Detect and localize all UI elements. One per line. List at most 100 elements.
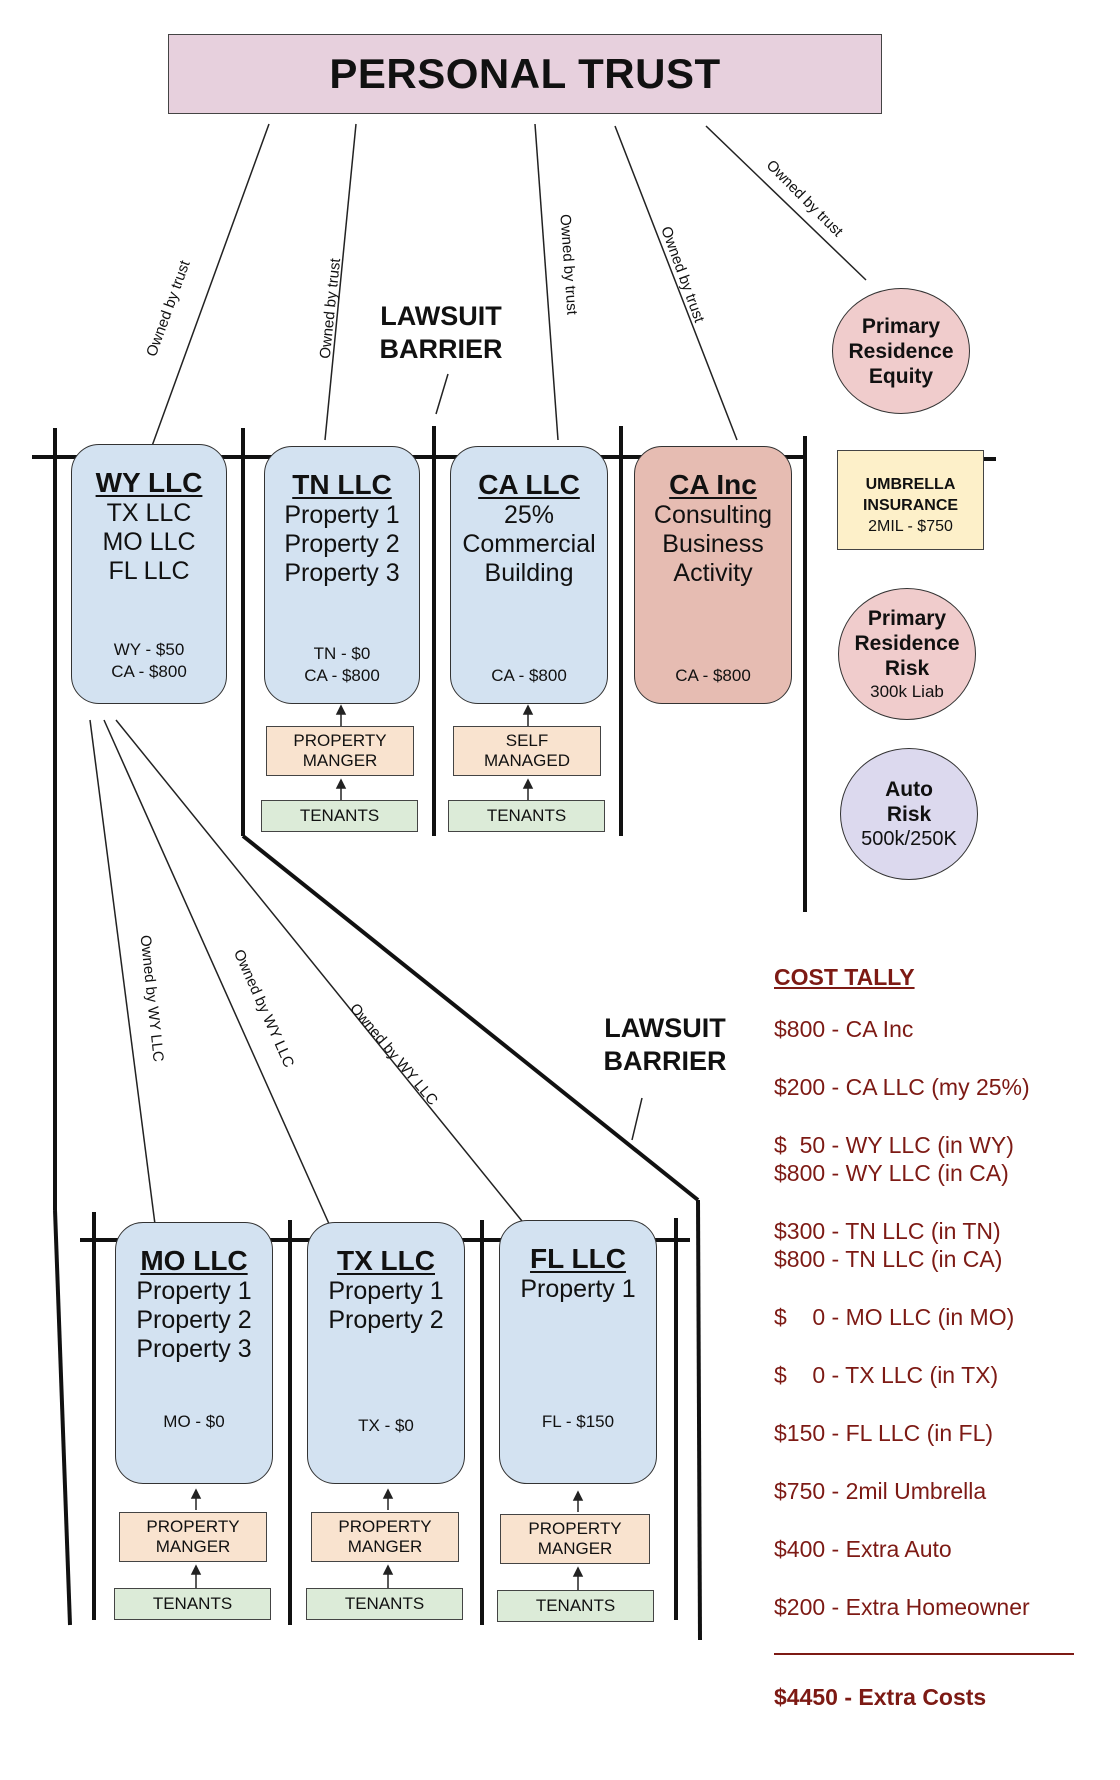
cost-tally-item: $ 0 - TX LLC (in TX) — [774, 1362, 999, 1388]
cost-tally: COST TALLY $800 - CA Inc$200 - CA LLC (m… — [774, 964, 1074, 1711]
umbrella-insurance-box: UMBRELLA INSURANCE 2MIL - $750 — [837, 450, 984, 550]
circle-text: Risk — [884, 656, 930, 680]
entity-line: Property 2 — [284, 530, 400, 558]
entity-line: Property 2 — [136, 1306, 252, 1334]
entity-line: Commercial — [462, 530, 596, 558]
cost-tally-divider — [774, 1653, 1074, 1655]
trust-to-tn-line — [324, 123, 357, 441]
entity-line: Consulting — [653, 501, 773, 529]
umbrella-text: UMBRELLA — [865, 475, 956, 493]
barrier-text: LAWSUIT — [604, 1013, 726, 1043]
barrier-vertical — [53, 1209, 72, 1626]
cost-tally-item: $ 0 - MO LLC (in MO) — [774, 1304, 1015, 1330]
cost-tally-item: $400 - Extra Auto — [774, 1536, 952, 1562]
tn-tenants-box: TENANTS — [261, 800, 418, 832]
barrier-text: BARRIER — [603, 1046, 727, 1076]
entity-line: Business — [662, 530, 764, 558]
personal-trust-box: PERSONAL TRUST — [168, 34, 882, 114]
cost-tally-item: $750 - 2mil Umbrella — [774, 1478, 987, 1504]
entity-fee: CA - $800 — [491, 666, 567, 685]
cost-tally-item: $300 - TN LLC (in TN) — [774, 1218, 1001, 1244]
cost-tally-spacer — [774, 1447, 1074, 1477]
cost-tally-spacer — [774, 1043, 1074, 1073]
wy-to-fl-line — [115, 719, 527, 1227]
entity-line: Property 2 — [328, 1306, 444, 1334]
entity-line: Activity — [673, 559, 753, 587]
entity-name: CA LLC — [478, 469, 580, 500]
cost-tally-item: $800 - TN LLC (in CA) — [774, 1246, 1003, 1272]
arrow-group — [190, 704, 584, 1590]
entity-line: MO LLC — [102, 528, 196, 556]
ca-tenants-box: TENANTS — [448, 800, 605, 832]
trust-to-ca-inc-line — [614, 125, 738, 441]
entity-name: CA Inc — [669, 469, 757, 500]
ca-inc-card: CA Inc Consulting Business Activity CA -… — [634, 446, 792, 704]
trust-to-wy-line — [151, 123, 270, 447]
manager-text: PROPERTY — [293, 731, 387, 750]
entity-line: Property 1 — [136, 1277, 252, 1305]
entity-name: TX LLC — [337, 1245, 435, 1276]
barrier-text: LAWSUIT — [380, 301, 502, 331]
barrier-text: BARRIER — [379, 334, 503, 364]
fl-property-manager-box: PROPERTY MANGER — [500, 1514, 650, 1564]
umbrella-text: INSURANCE — [862, 496, 959, 514]
cost-tally-spacer — [774, 1505, 1074, 1535]
tn-property-manager-box: PROPERTY MANGER — [266, 726, 414, 776]
cost-tally-spacer — [774, 1273, 1074, 1303]
cost-tally-item: $200 - CA LLC (my 25%) — [774, 1074, 1030, 1100]
tenants-text: TENANTS — [486, 806, 567, 825]
lawsuit-barrier-label: LAWSUIT BARRIER — [366, 300, 516, 366]
ca-llc-card: CA LLC 25% Commercial Building CA - $800 — [450, 446, 608, 704]
entity-line: TX LLC — [106, 499, 192, 527]
cost-tally-spacer — [774, 1331, 1074, 1361]
cost-tally-spacer — [774, 1563, 1074, 1593]
tenants-text: TENANTS — [344, 1594, 425, 1613]
entity-name: MO LLC — [140, 1245, 248, 1276]
manager-text: MANAGED — [484, 751, 570, 770]
manager-text: MANGER — [537, 1539, 613, 1558]
mo-tenants-box: TENANTS — [114, 1588, 271, 1620]
entity-fee: WY - $50 — [113, 640, 185, 659]
mo-llc-card: MO LLC Property 1 Property 2 Property 3 … — [115, 1222, 273, 1484]
wy-to-mo-line — [89, 719, 157, 1233]
tenants-text: TENANTS — [152, 1594, 233, 1613]
entity-line: Property 3 — [136, 1335, 252, 1363]
barrier-pointer — [631, 1097, 643, 1141]
auto-risk-circle: Auto Risk 500k/250K — [840, 748, 978, 880]
cost-tally-item: $ 50 - WY LLC (in WY) — [774, 1132, 1014, 1158]
circle-text: Risk — [886, 803, 932, 826]
tx-property-manager-box: PROPERTY MANGER — [311, 1512, 459, 1562]
umbrella-text: 2MIL - $750 — [868, 517, 953, 535]
barrier-diagonal — [241, 834, 700, 1202]
primary-residence-risk-circle: Primary Residence Risk 300k Liab — [838, 588, 976, 720]
lawsuit-barrier-label: LAWSUIT BARRIER — [590, 1012, 740, 1078]
entity-line: Property 1 — [520, 1275, 636, 1303]
tn-llc-card: TN LLC Property 1 Property 2 Property 3 … — [264, 446, 420, 704]
entity-fee: FL - $150 — [541, 1412, 615, 1431]
wy-llc-card: WY LLC TX LLC MO LLC FL LLC WY - $50 CA … — [71, 444, 227, 704]
barrier-vertical — [696, 1199, 702, 1641]
entity-name: TN LLC — [292, 469, 392, 500]
cost-tally-item: $800 - WY LLC (in CA) — [774, 1160, 1009, 1186]
wy-to-tx-line — [103, 719, 331, 1227]
cost-tally-item: $200 - Extra Homeowner — [774, 1594, 1030, 1620]
manager-text: MANGER — [155, 1537, 231, 1556]
entity-fee: MO - $0 — [163, 1412, 225, 1431]
circle-detail: 300k Liab — [870, 681, 944, 701]
entity-line: FL LLC — [108, 557, 190, 585]
circle-text: Primary — [867, 606, 947, 630]
cost-tally-spacer — [774, 1187, 1074, 1217]
entity-fee: TX - $0 — [358, 1416, 414, 1435]
trust-to-residence-line — [705, 125, 867, 281]
fl-tenants-box: TENANTS — [497, 1590, 654, 1622]
trust-to-ca-llc-line — [534, 123, 559, 441]
primary-residence-equity-circle: Primary Residence Equity — [832, 288, 970, 414]
entity-line: 25% — [503, 501, 555, 529]
entity-fee: TN - $0 — [313, 644, 371, 663]
cost-tally-spacer — [774, 1389, 1074, 1419]
circle-detail: 500k/250K — [861, 828, 957, 850]
cost-tally-header: COST TALLY — [774, 964, 915, 990]
tenants-text: TENANTS — [299, 806, 380, 825]
entity-fee: CA - $800 — [675, 666, 751, 685]
